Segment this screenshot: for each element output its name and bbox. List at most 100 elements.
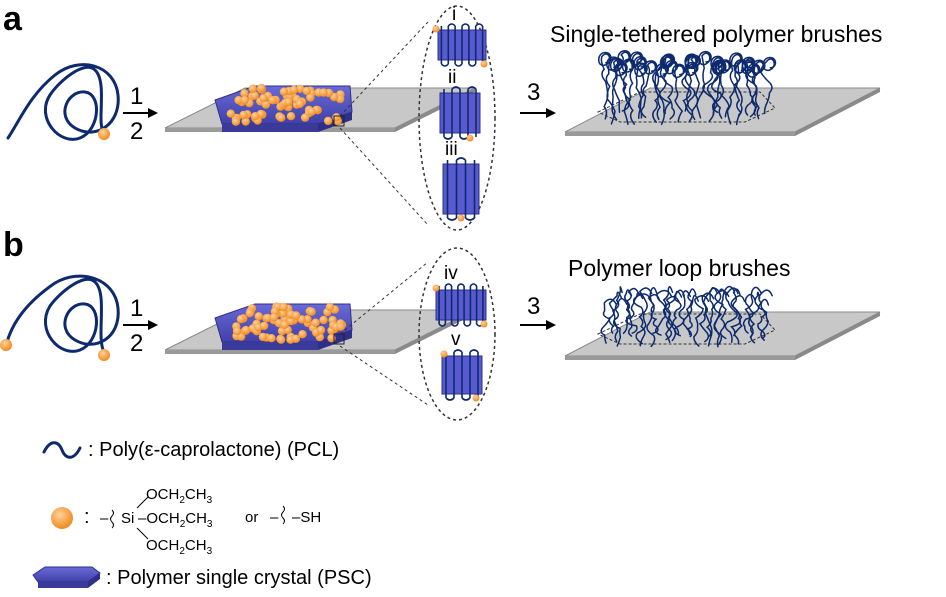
end-group-dot: [306, 93, 315, 102]
end-group-dot: [286, 316, 295, 326]
end-group-dot: [254, 312, 263, 321]
inset-label-i: i: [452, 4, 457, 25]
polymer-brush: [742, 293, 756, 334]
polymer-brush: [693, 295, 710, 347]
step-label-3: 3: [527, 293, 541, 320]
polymer-brush: [614, 61, 630, 112]
end-group-dot: [267, 334, 276, 343]
legend-psc-text: : Polymer single crystal (PSC): [106, 567, 372, 589]
folded-chain: [438, 283, 484, 327]
end-group-dot: [239, 110, 248, 120]
panel-letter-a: a: [3, 0, 22, 38]
end-group-dot: [248, 84, 257, 93]
polymer-brush: [760, 56, 777, 115]
end-group-dot: [279, 87, 289, 96]
chem-ethoxy-mid: –OCH2CH3: [138, 510, 213, 530]
polymer-brush: [695, 51, 712, 119]
end-group-dot: [289, 85, 299, 95]
folded-chain: [446, 157, 476, 221]
arrow-step-3-b: [520, 320, 556, 330]
polymer-brush: [702, 55, 724, 122]
arrow-step-1-2-a: [123, 108, 158, 118]
end-group-dot: [259, 93, 268, 103]
end-group-dot: [298, 330, 307, 339]
polymer-brush: [647, 293, 661, 334]
end-group-dot: [311, 318, 320, 327]
end-group-dot: [472, 394, 480, 402]
end-group-dot: [263, 313, 272, 323]
end-group-dot: [260, 321, 269, 331]
end-group-dot: [98, 349, 110, 361]
folded-chain: [440, 23, 484, 67]
end-group-dot: [440, 350, 448, 358]
polymer-brush: [612, 297, 628, 347]
brushes-a: [598, 50, 777, 126]
polymer-brush: [640, 60, 658, 119]
polymer-brush: [663, 60, 679, 120]
inset-crystals-a: [432, 23, 488, 222]
end-group-dot: [480, 60, 488, 68]
pcl-chain-a: [6, 63, 120, 141]
polymer-brush: [698, 292, 715, 343]
end-group-dot: [261, 100, 271, 109]
legend-pcl-text: : Poly(ε-caprolactone) (PCL): [88, 439, 340, 461]
end-group-dot: [250, 91, 259, 100]
step-label-3: 3: [527, 79, 541, 106]
end-group-dot: [231, 117, 241, 126]
polymer-brush: [621, 58, 636, 126]
end-group-dot: [241, 117, 250, 126]
chem-ethoxy-top: OCH2CH3: [146, 486, 213, 506]
panel-a: [6, 5, 881, 231]
crystal-slab: [442, 163, 480, 215]
end-group-dot: [0, 339, 12, 351]
inset-ellipse-b: [418, 247, 496, 421]
polymer-brush: [652, 63, 669, 123]
end-group-dot: [269, 313, 279, 322]
panel-letter-b: b: [3, 226, 24, 264]
end-group-dot: [236, 315, 246, 324]
end-group-dot: [316, 325, 326, 335]
end-group-dot: [258, 332, 268, 342]
inset-ellipse-a: [418, 5, 496, 231]
arrow-step-3-a: [520, 108, 556, 118]
end-group-dot: [284, 97, 293, 107]
polymer-brush: [673, 290, 692, 337]
end-group-dot: [276, 113, 286, 122]
polymer-brush: [605, 56, 620, 125]
end-group-dot: [319, 88, 328, 97]
arrow-step-1-2-b: [123, 320, 158, 330]
polymer-brush: [730, 295, 746, 345]
end-group-dot: [240, 95, 249, 105]
end-group-dot: [323, 116, 333, 126]
crystal-end-groups-a: [226, 83, 345, 126]
panel-title-a: Single-tethered polymer brushes: [550, 21, 883, 47]
end-group-dot: [332, 113, 341, 122]
polymer-brush: [611, 286, 623, 343]
polymer-brush: [705, 287, 721, 337]
step-label-1: 1: [130, 83, 144, 110]
inset-crystals-b: [432, 283, 488, 402]
end-group-dot: [432, 284, 440, 292]
brush-substrate-a: [564, 87, 881, 136]
end-group-dot: [232, 327, 242, 336]
crystal-slab: [435, 289, 487, 321]
end-group-dot: [295, 99, 305, 109]
step-label-2: 2: [130, 118, 144, 145]
end-group-dot: [286, 112, 296, 121]
polymer-brush: [717, 59, 732, 118]
end-group-dot: [319, 315, 328, 325]
folded-chain: [443, 86, 477, 140]
inset-label-iv: iv: [444, 263, 458, 284]
polymer-brush: [633, 56, 647, 119]
end-group-dot: [268, 96, 277, 105]
end-group-dot: [226, 109, 235, 118]
panel-b: [0, 247, 881, 421]
end-group-dot: [307, 307, 316, 316]
polymer-brush: [598, 51, 612, 120]
polymer-brush: [625, 287, 640, 337]
end-group-dot: [280, 320, 289, 329]
chem-si: Si: [121, 510, 135, 527]
polymer-brush: [719, 285, 736, 340]
polymer-brush: [672, 289, 685, 335]
